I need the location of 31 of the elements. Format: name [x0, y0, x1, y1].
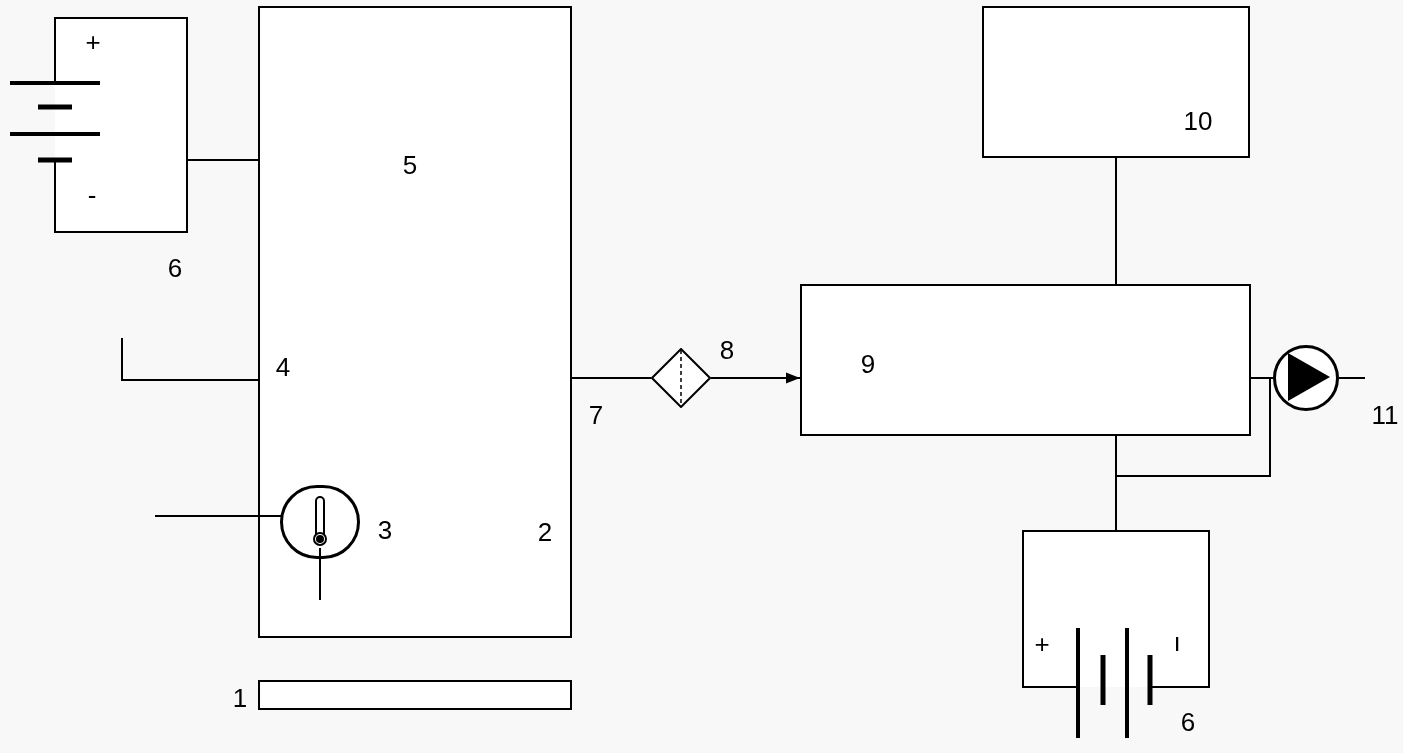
callout-number: 4	[275, 354, 291, 380]
callout-number: 6	[1180, 709, 1196, 735]
connector-line	[187, 159, 259, 161]
callout-number: 11	[1371, 402, 1399, 428]
polarity-sign: +	[85, 29, 101, 55]
callout-number: 5	[402, 152, 418, 178]
connector-line	[154, 515, 283, 517]
callout-number: 9	[860, 351, 876, 377]
filter-diamond	[651, 348, 711, 408]
connector-line	[1115, 157, 1117, 285]
connector-line	[1115, 377, 1274, 531]
callout-number: 2	[537, 519, 553, 545]
process-box	[982, 6, 1250, 158]
process-box	[800, 284, 1251, 436]
callout-number: 7	[588, 402, 604, 428]
power-supply-box	[1022, 530, 1210, 687]
callout-number: 3	[377, 517, 393, 543]
connector-line	[121, 337, 259, 381]
callout-number: 10	[1183, 108, 1213, 134]
callout-number: 8	[719, 337, 735, 363]
heater-bar	[258, 680, 572, 710]
callout-number: 6	[167, 255, 183, 281]
callout-number: 1	[232, 685, 248, 711]
connector-line	[1338, 377, 1366, 379]
power-supply-box	[55, 17, 188, 233]
polarity-sign: -	[87, 182, 97, 208]
polarity-sign: +	[1034, 631, 1050, 657]
polarity-sign: ı	[1173, 629, 1181, 655]
vessel-box	[258, 6, 572, 638]
connector-line	[571, 377, 652, 379]
connector-line	[710, 372, 801, 384]
